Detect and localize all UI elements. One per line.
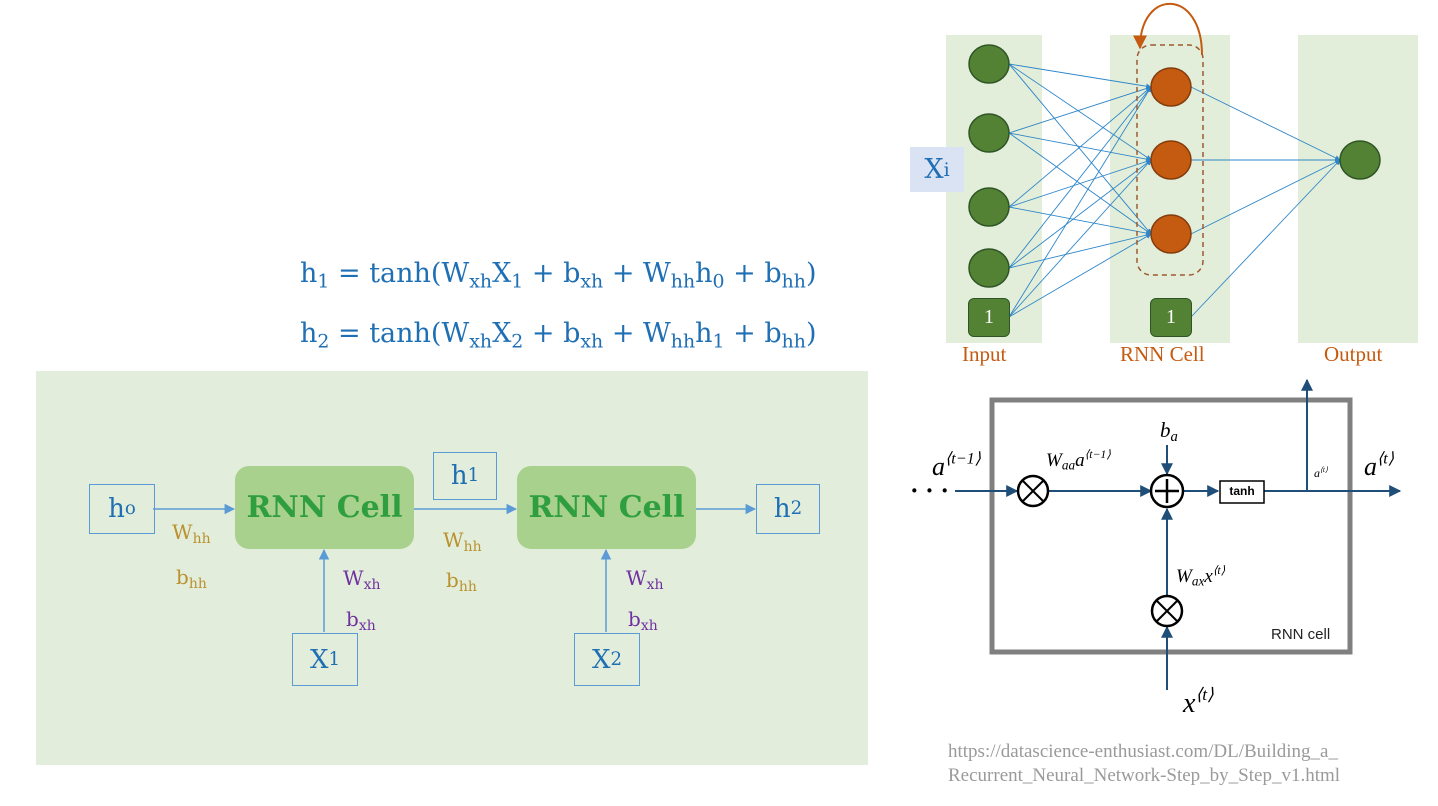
rnn-group-dashed	[1136, 44, 1204, 276]
edge-hidden-2-output	[1190, 159, 1341, 235]
w-xh-label-1: Wxh	[343, 566, 381, 593]
w-hh-label-2: Whh	[443, 528, 482, 555]
b-hh-label-1: bhh	[176, 565, 207, 592]
tanh-label: tanh	[1229, 484, 1255, 498]
edge-input-3-hidden-2	[1008, 232, 1152, 269]
b-hh-label-2: bhh	[446, 568, 477, 595]
citation-line-1: https://datascience-enthusiast.com/DL/Bu…	[948, 741, 1338, 762]
edge-input-4-hidden-1	[1008, 159, 1152, 318]
input-node-1	[968, 44, 1010, 84]
edge-bias-output	[1190, 159, 1341, 318]
edge-input-0-hidden-0	[1008, 63, 1152, 89]
edge-input-2-hidden-1	[1008, 158, 1152, 208]
input-label: Input	[962, 342, 1007, 366]
wax-label: Waxx⟨t⟩	[1176, 563, 1226, 589]
tanh-box	[1219, 480, 1265, 504]
x-in-label: x⟨t⟩	[1183, 684, 1214, 719]
equation-h2: h2 = tanh(WxhX2 + bxh + Whhh1 + bhh)	[300, 318, 817, 353]
input-node-3	[968, 187, 1010, 227]
a-small-label: a⟨t⟩	[1314, 464, 1328, 480]
equation-h1: h1 = tanh(WxhX1 + bxh + Whhh0 + bhh)	[300, 258, 817, 293]
ba-label: ba	[1160, 418, 1178, 446]
rnn-node-2	[1150, 140, 1192, 180]
a-out-label: a⟨t⟩	[1364, 450, 1395, 481]
rnn-cell-frame	[989, 397, 1353, 655]
input-node-4	[968, 248, 1010, 288]
rnn-cell-label: RNN Cell	[1120, 342, 1205, 366]
b-xh-label-1: bxh	[346, 607, 376, 634]
output-node	[1339, 140, 1381, 180]
recurrent-loop-arrow	[1133, 2, 1203, 56]
edge-input-4-hidden-2	[1008, 233, 1152, 318]
output-column	[1298, 35, 1418, 343]
edge-input-0-hidden-2	[1008, 63, 1152, 235]
waa-label: Waaa⟨t−1⟩	[1046, 447, 1111, 473]
rnn-cell-2: RNN Cell	[517, 466, 696, 549]
input-bias-node: 1	[968, 298, 1010, 337]
add-node	[1149, 473, 1185, 509]
ellipsis: · · ·	[910, 476, 950, 505]
rnn-node-1	[1150, 67, 1192, 107]
a-prev-label: a⟨t−1⟩	[932, 450, 981, 481]
w-hh-label-1: Whh	[172, 520, 211, 547]
rnn-bias-node: 1	[1150, 298, 1192, 337]
unrolled-rnn-panel	[36, 371, 868, 765]
edge-input-3-hidden-0	[1008, 86, 1152, 269]
edge-input-1-hidden-0	[1008, 85, 1152, 134]
rnn-cell-1: RNN Cell	[235, 466, 414, 549]
edge-input-2-hidden-0	[1008, 86, 1152, 208]
rnn-node-3	[1150, 214, 1192, 254]
multiply-node-top	[1016, 474, 1050, 508]
edge-input-2-hidden-2	[1008, 206, 1152, 236]
edge-input-4-hidden-0	[1008, 86, 1152, 318]
edge-hidden-0-output	[1190, 86, 1341, 161]
multiply-node-bottom	[1150, 594, 1184, 628]
b-xh-label-2: bxh	[628, 607, 658, 634]
output-label: Output	[1324, 342, 1383, 366]
w-xh-label-2: Wxh	[626, 566, 664, 593]
rnn-cell-detail-label: RNN cell	[1271, 626, 1331, 643]
input-node-2	[968, 113, 1010, 153]
edge-input-3-hidden-1	[1008, 159, 1152, 269]
citation: https://datascience-enthusiast.com/DL/Bu…	[948, 740, 1340, 788]
edge-input-0-hidden-1	[1008, 63, 1152, 161]
citation-line-2: Recurrent_Neural_Network-Step_by_Step_v1…	[948, 765, 1341, 786]
